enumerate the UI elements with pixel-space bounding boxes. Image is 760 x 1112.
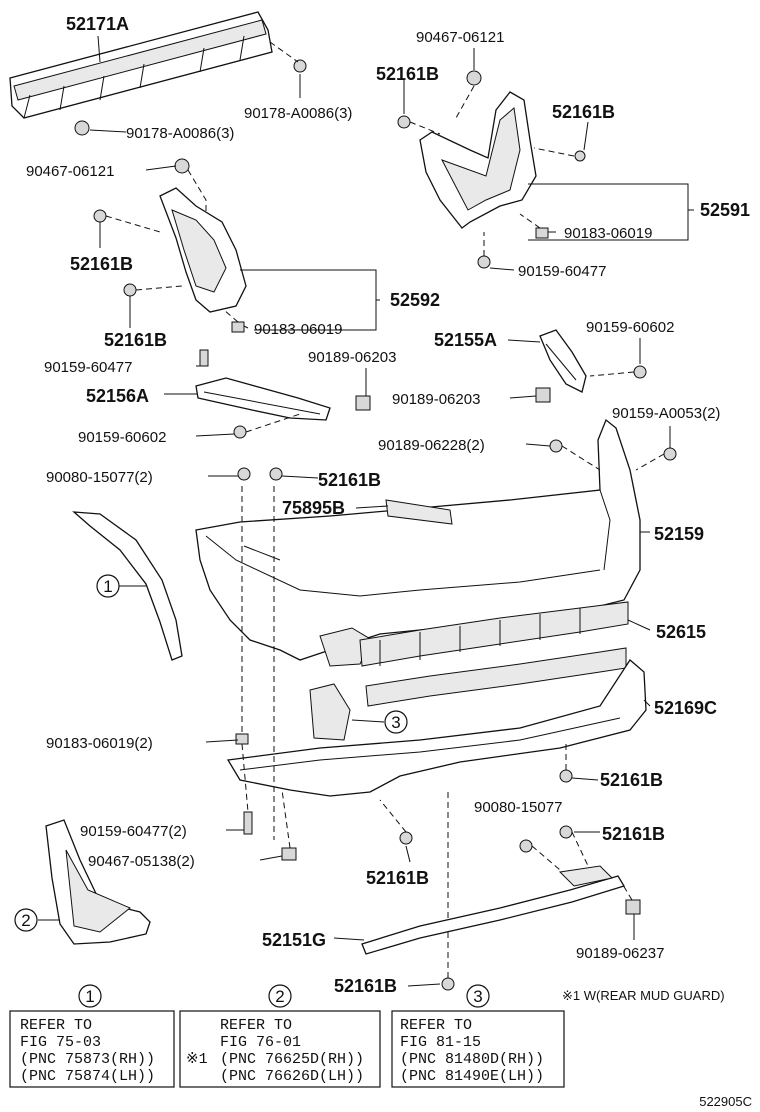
leader-lines [38,35,694,987]
label-90183-06019-right: 90183-06019 [564,225,652,242]
reference-3-line-1: REFER TO [400,1017,472,1034]
label-52161B-bottom: 52161B [334,976,397,996]
label-90159-A0053: 90159-A0053(2) [612,405,720,422]
callout-3-number: 3 [391,713,400,732]
label-52156A: 52156A [86,386,149,406]
reference-2-line-1: REFER TO [220,1017,292,1034]
callout-1: 1 [96,574,120,598]
absorber-52615-drawing [359,601,629,707]
reference-3-line-3: (PNC 81480D(RH)) [400,1051,544,1068]
reference-2-number: 2 [275,987,284,1006]
bracket-52592-drawing [93,158,247,367]
callout-1-number: 1 [103,577,112,596]
label-52169C: 52169C [654,698,717,718]
reference-1-line-2: FIG 75-03 [20,1034,101,1051]
reference-1-line-1: REFER TO [20,1017,92,1034]
reference-3-line-2: FIG 81-15 [400,1034,481,1051]
reference-1-line-3: (PNC 75873(RH)) [20,1051,155,1068]
retainer-52155A-drawing [535,329,647,403]
label-90159-60477-left: 90159-60477 [44,359,132,376]
reference-box-3: 3 REFER TO FIG 81-15 (PNC 81480D(RH)) (P… [391,984,565,1088]
label-90159-60477-2: 90159-60477(2) [80,823,187,840]
reference-2-note: ※1 [186,1051,208,1068]
retainer-52156A-drawing [195,377,371,439]
reflector-75895B-drawing [385,499,453,525]
bar-52151G-drawing [361,865,625,955]
label-52161B-lower-center: 52161B [366,868,429,888]
label-52592: 52592 [390,290,440,310]
label-90189-06203-right: 90189-06203 [392,391,480,408]
label-52161B-lower-right-2: 52161B [602,824,665,844]
label-52171A: 52171A [66,14,129,34]
label-90467-05138: 90467-05138(2) [88,853,195,870]
reference-2-line-2: FIG 76-01 [220,1034,301,1051]
label-90080-15077: 90080-15077 [474,799,562,816]
reference-box-2: 2 REFER TO FIG 76-01 ※1 (PNC 76625D(RH))… [179,984,381,1088]
label-90159-60602-left: 90159-60602 [78,429,166,446]
label-52161B-left-1: 52161B [70,254,133,274]
label-90080-15077-2: 90080-15077(2) [46,469,153,486]
label-52161B-right-1: 52161B [552,102,615,122]
label-52161B-mid: 52161B [318,470,381,490]
lower-fasteners [235,467,641,991]
label-90159-60602-right: 90159-60602 [586,319,674,336]
label-52161B-top: 52161B [376,64,439,84]
reference-2-line-4: (PNC 76626D(LH)) [220,1068,364,1085]
bumper-cover-52159-drawing [195,418,677,667]
drawing-code: 522905C [699,1094,752,1109]
label-90183-06019-2: 90183-06019(2) [46,735,153,752]
footnote: ※1 W(REAR MUD GUARD) [562,988,725,1003]
label-90189-06237: 90189-06237 [576,945,664,962]
label-90159-60477-right: 90159-60477 [518,263,606,280]
label-52161B-left-2: 52161B [104,330,167,350]
lower-cover-52169C-drawing [226,659,647,797]
label-90467-06121-left: 90467-06121 [26,163,114,180]
label-75895B: 75895B [282,498,345,518]
reference-box-1: 1 REFER TO FIG 75-03 (PNC 75873(RH)) (PN… [9,984,175,1088]
label-52615: 52615 [656,622,706,642]
callout-2: 2 [14,908,38,932]
reinforcement-52171A-drawing [9,11,307,136]
label-52161B-lower-right: 52161B [600,770,663,790]
reference-3-line-4: (PNC 81490E(LH)) [400,1068,544,1085]
label-90467-06121-top: 90467-06121 [416,29,504,46]
label-90183-06019-left: 90183-06019 [254,321,342,338]
label-90189-06203-center: 90189-06203 [308,349,396,366]
label-52155A: 52155A [434,330,497,350]
callout-2-number: 2 [21,911,30,930]
reference-2-line-3: (PNC 76625D(RH)) [220,1051,364,1068]
label-52591: 52591 [700,200,750,220]
bracket-52591-drawing [397,70,586,269]
label-52151G: 52151G [262,930,326,950]
reference-1-number: 1 [85,987,94,1006]
label-52159: 52159 [654,524,704,544]
fender-liner-drawing [72,511,183,661]
label-90189-06228: 90189-06228(2) [378,437,485,454]
mud-guard-drawing [45,819,151,945]
label-90178-A0086-top: 90178-A0086(3) [244,105,352,122]
reference-3-number: 3 [473,987,482,1006]
reference-1-line-4: (PNC 75874(LH)) [20,1068,155,1085]
callout-3: 3 [384,710,408,734]
label-90178-A0086-left: 90178-A0086(3) [126,125,234,142]
